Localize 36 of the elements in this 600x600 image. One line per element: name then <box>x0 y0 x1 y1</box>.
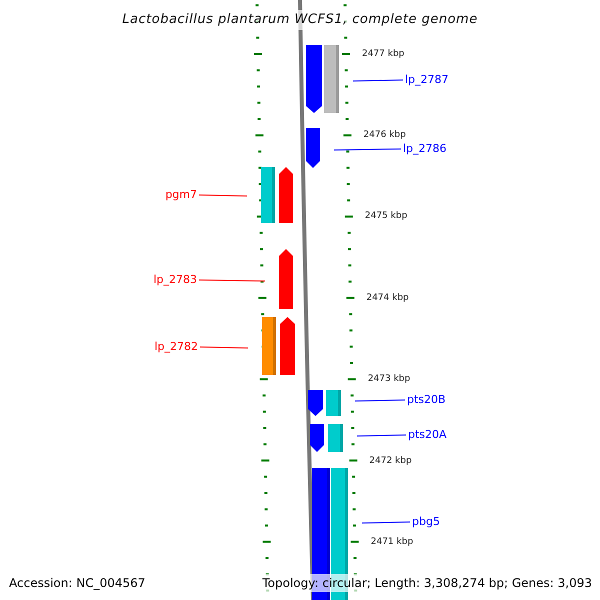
gene-block <box>279 249 293 309</box>
gene-label: pts20A <box>408 428 447 441</box>
position-label: 2475 kbp <box>364 211 408 222</box>
gene-label: lp_2786 <box>403 142 447 155</box>
gene-bar <box>262 317 276 375</box>
gene-label: lp_2782 <box>154 340 198 353</box>
gene-label: pts20B <box>407 393 446 406</box>
leader-line <box>334 148 402 150</box>
leader-line <box>352 80 404 82</box>
gene-bar <box>328 424 343 452</box>
leader-line <box>198 280 266 282</box>
gene-label: lp_2783 <box>153 273 197 286</box>
leader-line <box>198 194 248 196</box>
position-label: 2476 kbp <box>363 130 406 141</box>
gene-block <box>280 317 295 375</box>
leader-line <box>356 434 406 436</box>
gene-block <box>310 424 324 452</box>
gene-label: pgm7 <box>165 188 197 201</box>
position-label: 2472 kbp <box>369 456 412 467</box>
leader-line <box>354 400 406 402</box>
position-label: 2477 kbp <box>362 49 404 60</box>
leader-line <box>362 522 410 524</box>
position-label: 2473 kbp <box>368 374 410 385</box>
gene-block <box>308 390 323 416</box>
gene-label: pbg5 <box>412 515 440 528</box>
gene-label: lp_2787 <box>405 73 449 86</box>
position-label: 2471 kbp <box>370 537 414 548</box>
genome-summary-text: Topology: circular; Length: 3,308,274 bp; Genes: 3,093 <box>262 574 592 592</box>
gene-block <box>306 45 322 113</box>
position-label: 2474 kbp <box>366 293 409 304</box>
gene-bar <box>326 390 341 416</box>
gene-bar <box>324 45 339 113</box>
gene-block <box>306 128 320 168</box>
leader-line <box>200 346 248 348</box>
gene-bar <box>261 167 275 223</box>
gene-block <box>279 167 293 223</box>
